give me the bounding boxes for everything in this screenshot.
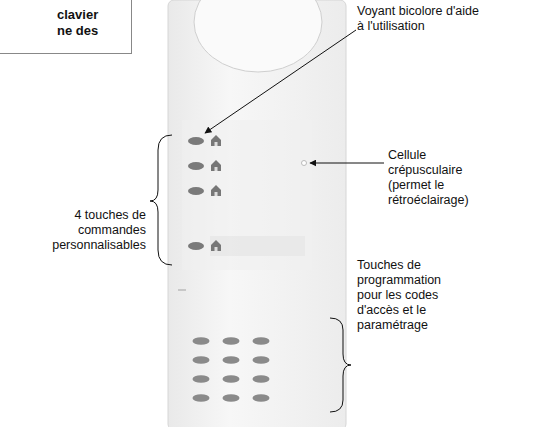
callout-label: Cellule crépusculaire (permet le rétroéc…: [388, 148, 483, 208]
program-key: [223, 375, 240, 383]
callout-label: 4 touches de commandes personnalisables: [40, 208, 146, 253]
box-text: clavier ne des: [57, 0, 111, 39]
caption-box: clavier ne des: [0, 0, 132, 54]
program-key: [223, 356, 240, 364]
program-key: [253, 337, 270, 345]
program-key: [253, 375, 270, 383]
program-key: [193, 337, 210, 345]
program-key: [253, 394, 270, 402]
command-keys: [188, 135, 221, 251]
callout-label: Touches de programmation pour les codes …: [357, 258, 452, 333]
keypad-body: [168, 0, 346, 427]
program-key: [193, 394, 210, 402]
light-sensor: [302, 161, 307, 166]
program-keys: [193, 337, 270, 402]
program-key: [223, 337, 240, 345]
callout-label: Voyant bicolore d'aide à l'utilisation: [357, 4, 487, 34]
program-key: [193, 356, 210, 364]
program-key: [223, 394, 240, 402]
program-key: [193, 375, 210, 383]
leader-lines: [150, 30, 384, 412]
program-key: [253, 356, 270, 364]
